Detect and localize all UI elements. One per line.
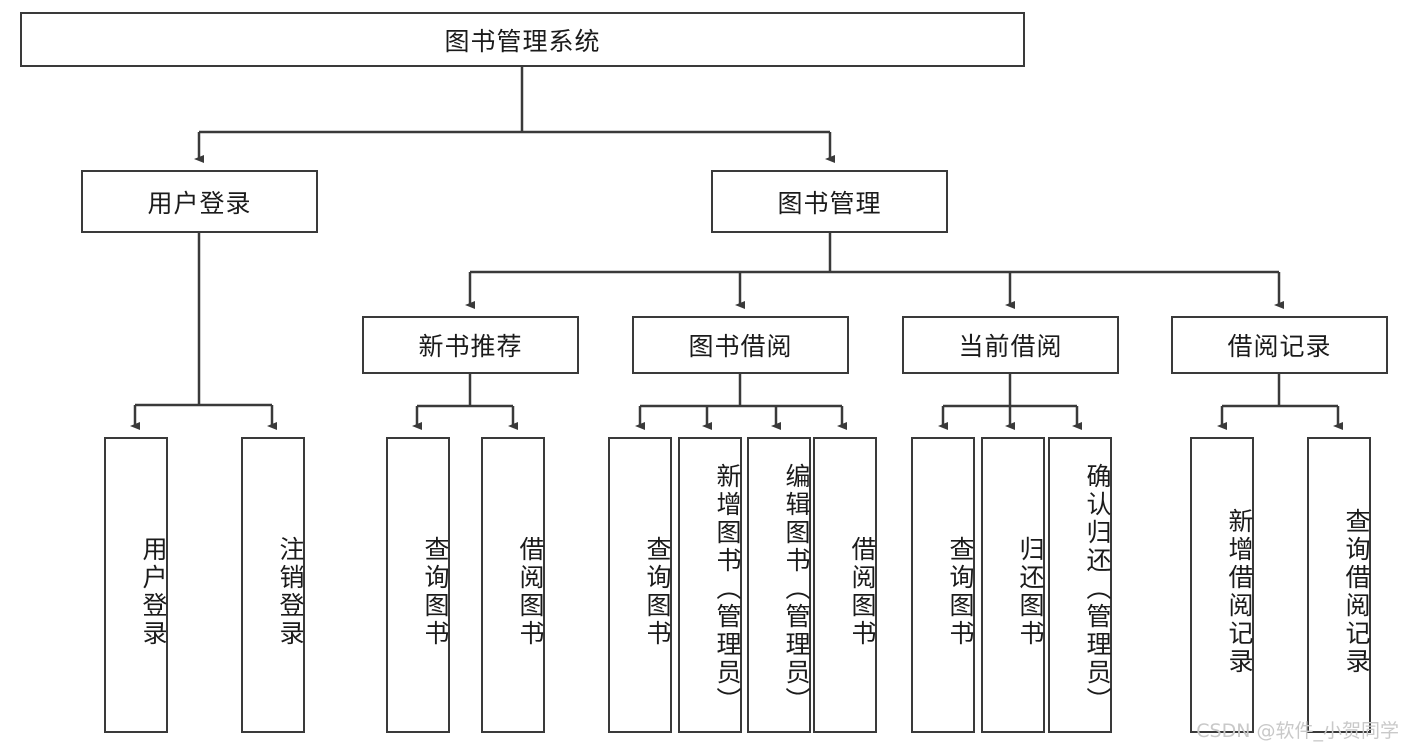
node-book-borrow[interactable]: 图书借阅 [632,316,849,374]
leaf-recommend-borrow-book[interactable]: 借阅图书 [481,437,545,733]
node-new-book-recommend[interactable]: 新书推荐 [362,316,579,374]
leaf-user-login-signout[interactable]: 注销登录 [241,437,305,733]
node-current-borrow[interactable]: 当前借阅 [902,316,1119,374]
node-book-management[interactable]: 图书管理 [711,170,948,233]
leaf-current-return-book[interactable]: 归还图书 [981,437,1045,733]
leaf-borrow-add-book-admin[interactable]: 新增图书（管理员） [678,437,742,733]
leaf-recommend-query-book[interactable]: 查询图书 [386,437,450,733]
watermark-text: CSDN @软件_小贺同学 [1196,720,1399,742]
node-borrow-record[interactable]: 借阅记录 [1171,316,1388,374]
leaf-borrow-edit-book-admin[interactable]: 编辑图书（管理员） [747,437,811,733]
node-root[interactable]: 图书管理系统 [20,12,1025,67]
leaf-user-login-signin[interactable]: 用户登录 [104,437,168,733]
leaf-borrow-borrow-book[interactable]: 借阅图书 [813,437,877,733]
leaf-record-add-borrow-record[interactable]: 新增借阅记录 [1190,437,1254,733]
leaf-current-confirm-return-admin[interactable]: 确认归还（管理员） [1048,437,1112,733]
leaf-current-query-book[interactable]: 查询图书 [911,437,975,733]
leaf-borrow-query-book[interactable]: 查询图书 [608,437,672,733]
leaf-record-query-borrow-record[interactable]: 查询借阅记录 [1307,437,1371,733]
node-user-login[interactable]: 用户登录 [81,170,318,233]
